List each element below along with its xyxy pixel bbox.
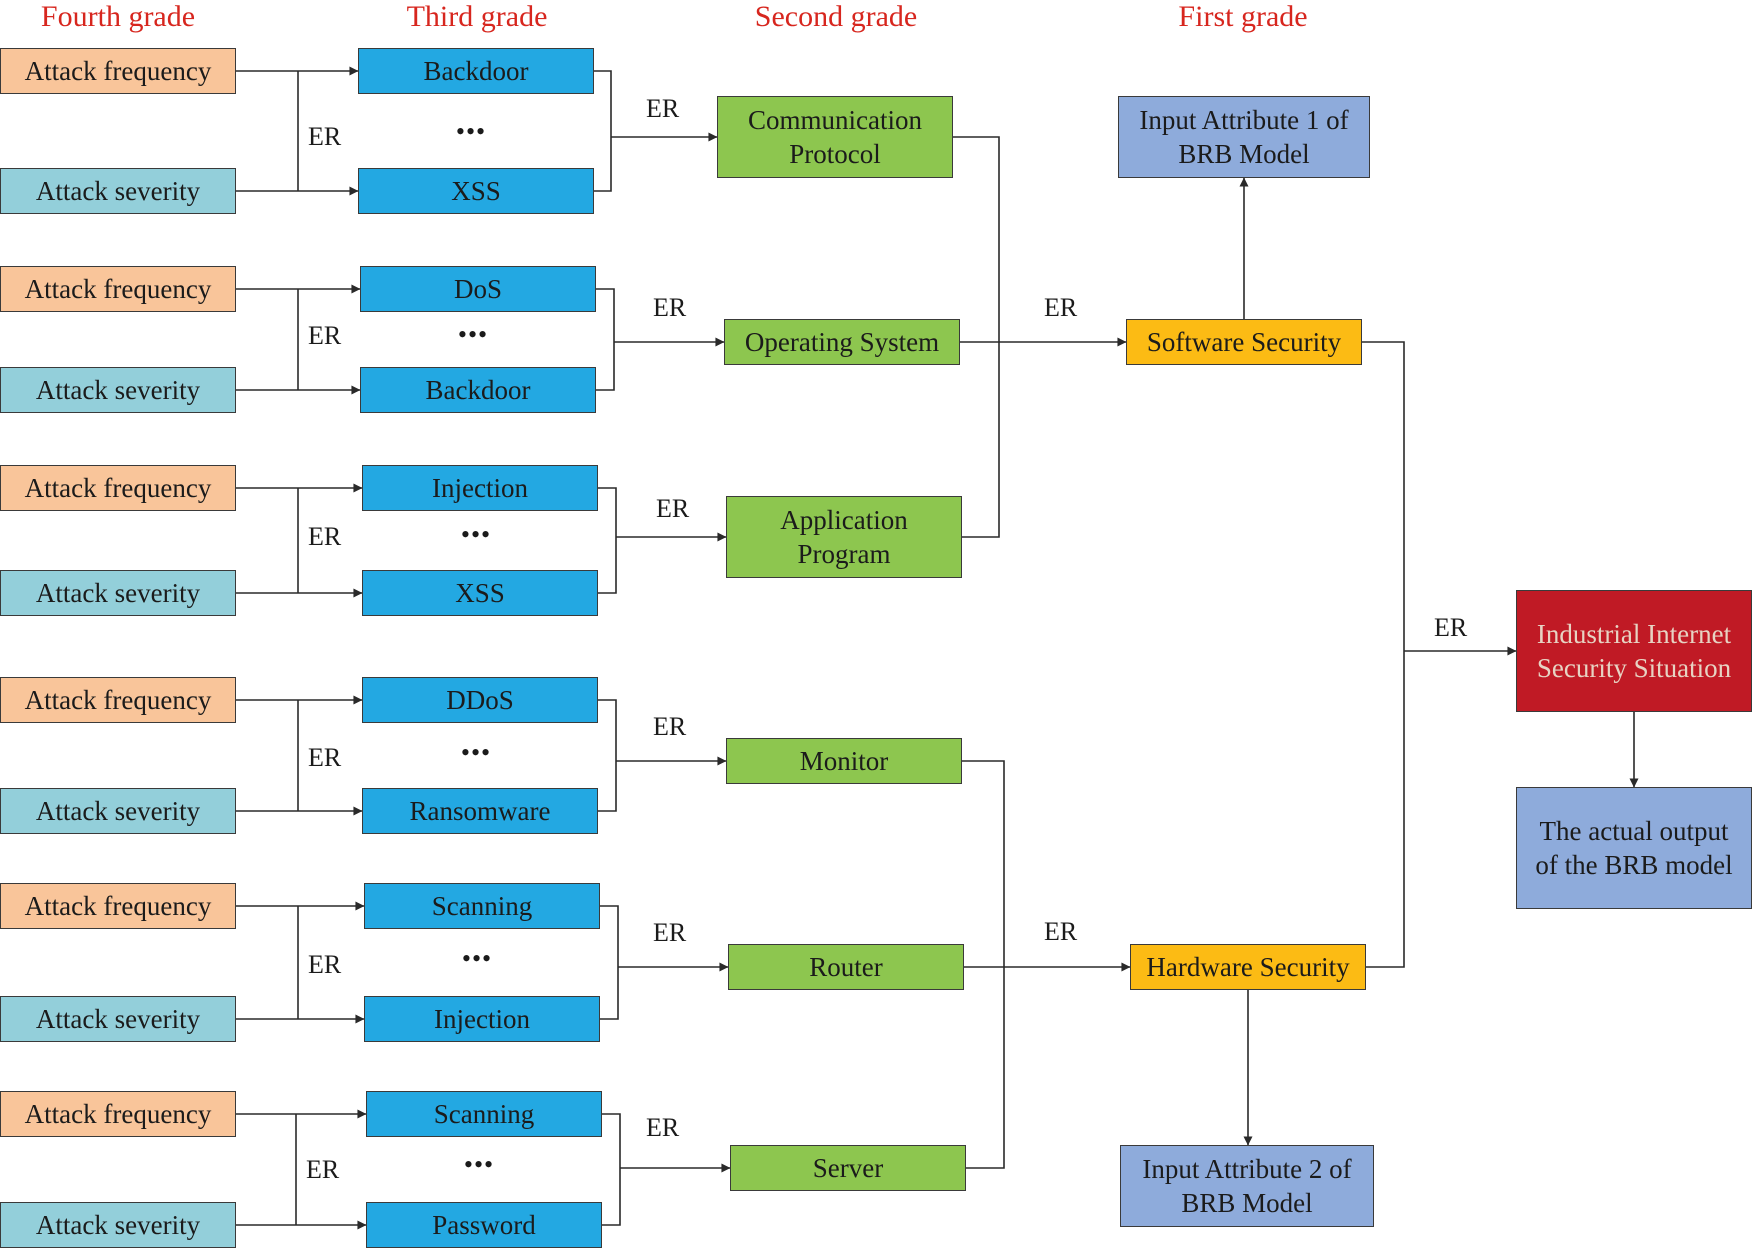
er-label: ER [1434,613,1468,642]
connector-line [600,905,619,1020]
er-label: ER [308,743,342,772]
er-label: ER [308,122,342,151]
connector-line [598,487,617,594]
er-label: ER [653,712,687,741]
er-label: ER [308,522,342,551]
attack-severity-box: Attack severity [0,1202,236,1248]
hardware-security-box: Hardware Security [1130,944,1366,990]
er-label: ER [646,1113,680,1142]
attack-frequency-box: Attack frequency [0,266,236,312]
ellipsis: ••• [461,944,493,973]
attack-type-box: Scanning [366,1091,602,1137]
attack-type-box: Scanning [364,883,600,929]
ellipsis: ••• [455,117,487,146]
attack-type-box: DoS [360,266,596,312]
header-third-grade: Third grade [406,0,548,33]
attack-frequency-box: Attack frequency [0,1091,236,1137]
security-situation-box: Industrial Internet Security Situation [1516,590,1752,712]
component-box-router: Router [728,944,964,990]
input-attribute-1-box: Input Attribute 1 of BRB Model [1118,96,1370,178]
header-first-grade: First grade [1178,0,1308,33]
er-label: ER [308,321,342,350]
brb-output-box: The actual output of the BRB model [1516,787,1752,909]
connector-line [953,136,1000,538]
header-fourth-grade: Fourth grade [40,0,196,33]
attack-type-box: Backdoor [360,367,596,413]
component-box-communication-protocol: Communication Protocol [717,96,953,178]
attack-type-box: Injection [362,465,598,511]
connector-line [962,760,1005,1169]
attack-severity-box: Attack severity [0,788,236,834]
attack-type-box: Ransomware [362,788,598,834]
ellipsis: ••• [460,738,492,767]
attack-type-box: XSS [362,570,598,616]
er-label: ER [656,494,690,523]
connector-line [594,70,612,192]
attack-frequency-box: Attack frequency [0,48,236,94]
attack-severity-box: Attack severity [0,168,236,214]
er-label: ER [1044,917,1078,946]
attack-type-box: XSS [358,168,594,214]
ellipsis: ••• [457,320,489,349]
attack-severity-box: Attack severity [0,367,236,413]
connector-line [596,288,615,391]
attack-severity-box: Attack severity [0,996,236,1042]
er-label: ER [1044,293,1078,322]
ellipsis: ••• [460,520,492,549]
attack-type-box: Backdoor [358,48,594,94]
attack-severity-box: Attack severity [0,570,236,616]
er-label: ER [646,94,680,123]
er-label: ER [653,293,687,322]
component-box-monitor: Monitor [726,738,962,784]
connector-line [1362,341,1405,968]
attack-frequency-box: Attack frequency [0,883,236,929]
attack-type-box: DDoS [362,677,598,723]
er-label: ER [306,1155,340,1184]
attack-frequency-box: Attack frequency [0,677,236,723]
input-attribute-2-box: Input Attribute 2 of BRB Model [1120,1145,1374,1227]
attack-type-box: Password [366,1202,602,1248]
er-label: ER [653,918,687,947]
header-second-grade: Second grade [754,0,918,33]
component-box-operating-system: Operating System [724,319,960,365]
software-security-box: Software Security [1126,319,1362,365]
ellipsis: ••• [463,1150,495,1179]
connector-line [602,1113,621,1226]
connector-line [598,699,617,812]
er-label: ER [308,950,342,979]
attack-type-box: Injection [364,996,600,1042]
attack-frequency-box: Attack frequency [0,465,236,511]
component-box-application-program: Application Program [726,496,962,578]
component-box-server: Server [730,1145,966,1191]
